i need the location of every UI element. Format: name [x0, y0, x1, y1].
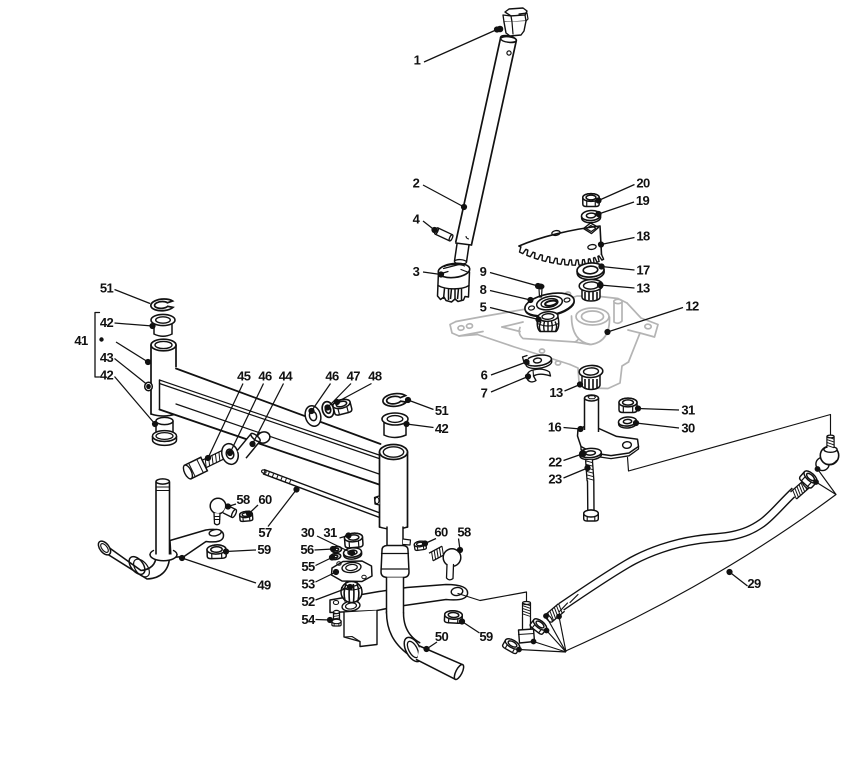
svg-text:31: 31 — [681, 403, 695, 418]
svg-text:42: 42 — [100, 368, 114, 383]
svg-text:44: 44 — [279, 368, 294, 383]
svg-text:17: 17 — [636, 263, 650, 278]
svg-text:59: 59 — [257, 542, 271, 557]
svg-text:31: 31 — [323, 525, 337, 540]
svg-text:43: 43 — [100, 350, 114, 365]
svg-text:48: 48 — [368, 368, 382, 383]
svg-text:49: 49 — [257, 578, 271, 593]
svg-text:13: 13 — [549, 385, 563, 400]
svg-text:42: 42 — [435, 421, 449, 436]
svg-text:7: 7 — [481, 386, 488, 401]
svg-text:30: 30 — [681, 421, 695, 436]
svg-text:41: 41 — [74, 333, 88, 348]
svg-text:56: 56 — [300, 542, 314, 557]
svg-text:46: 46 — [258, 368, 272, 383]
svg-text:18: 18 — [636, 229, 650, 244]
svg-text:2: 2 — [413, 176, 420, 191]
svg-text:50: 50 — [435, 629, 449, 644]
svg-text:8: 8 — [480, 282, 487, 297]
svg-text:60: 60 — [258, 492, 272, 507]
svg-text:29: 29 — [747, 576, 761, 591]
svg-text:9: 9 — [480, 264, 487, 279]
svg-text:3: 3 — [413, 264, 420, 279]
svg-text:22: 22 — [548, 454, 562, 469]
svg-text:52: 52 — [301, 594, 315, 609]
svg-text:5: 5 — [480, 300, 487, 315]
svg-text:46: 46 — [325, 368, 339, 383]
svg-text:45: 45 — [237, 368, 251, 383]
svg-text:59: 59 — [479, 629, 493, 644]
svg-text:42: 42 — [100, 315, 114, 330]
svg-text:60: 60 — [434, 525, 448, 540]
svg-text:19: 19 — [636, 193, 650, 208]
svg-text:23: 23 — [548, 472, 562, 487]
svg-text:47: 47 — [347, 368, 361, 383]
svg-text:13: 13 — [636, 281, 650, 296]
svg-text:30: 30 — [301, 525, 315, 540]
svg-text:4: 4 — [413, 212, 421, 227]
svg-text:55: 55 — [301, 559, 315, 574]
svg-text:6: 6 — [481, 368, 488, 383]
svg-text:16: 16 — [548, 420, 562, 435]
svg-text:51: 51 — [100, 281, 114, 296]
svg-text:57: 57 — [258, 525, 272, 540]
svg-text:12: 12 — [685, 299, 699, 314]
svg-text:20: 20 — [636, 176, 650, 191]
svg-text:53: 53 — [301, 577, 315, 592]
svg-text:58: 58 — [457, 525, 471, 540]
svg-text:58: 58 — [236, 492, 250, 507]
svg-text:54: 54 — [301, 612, 316, 627]
svg-text:1: 1 — [414, 53, 421, 68]
svg-text:51: 51 — [435, 403, 449, 418]
